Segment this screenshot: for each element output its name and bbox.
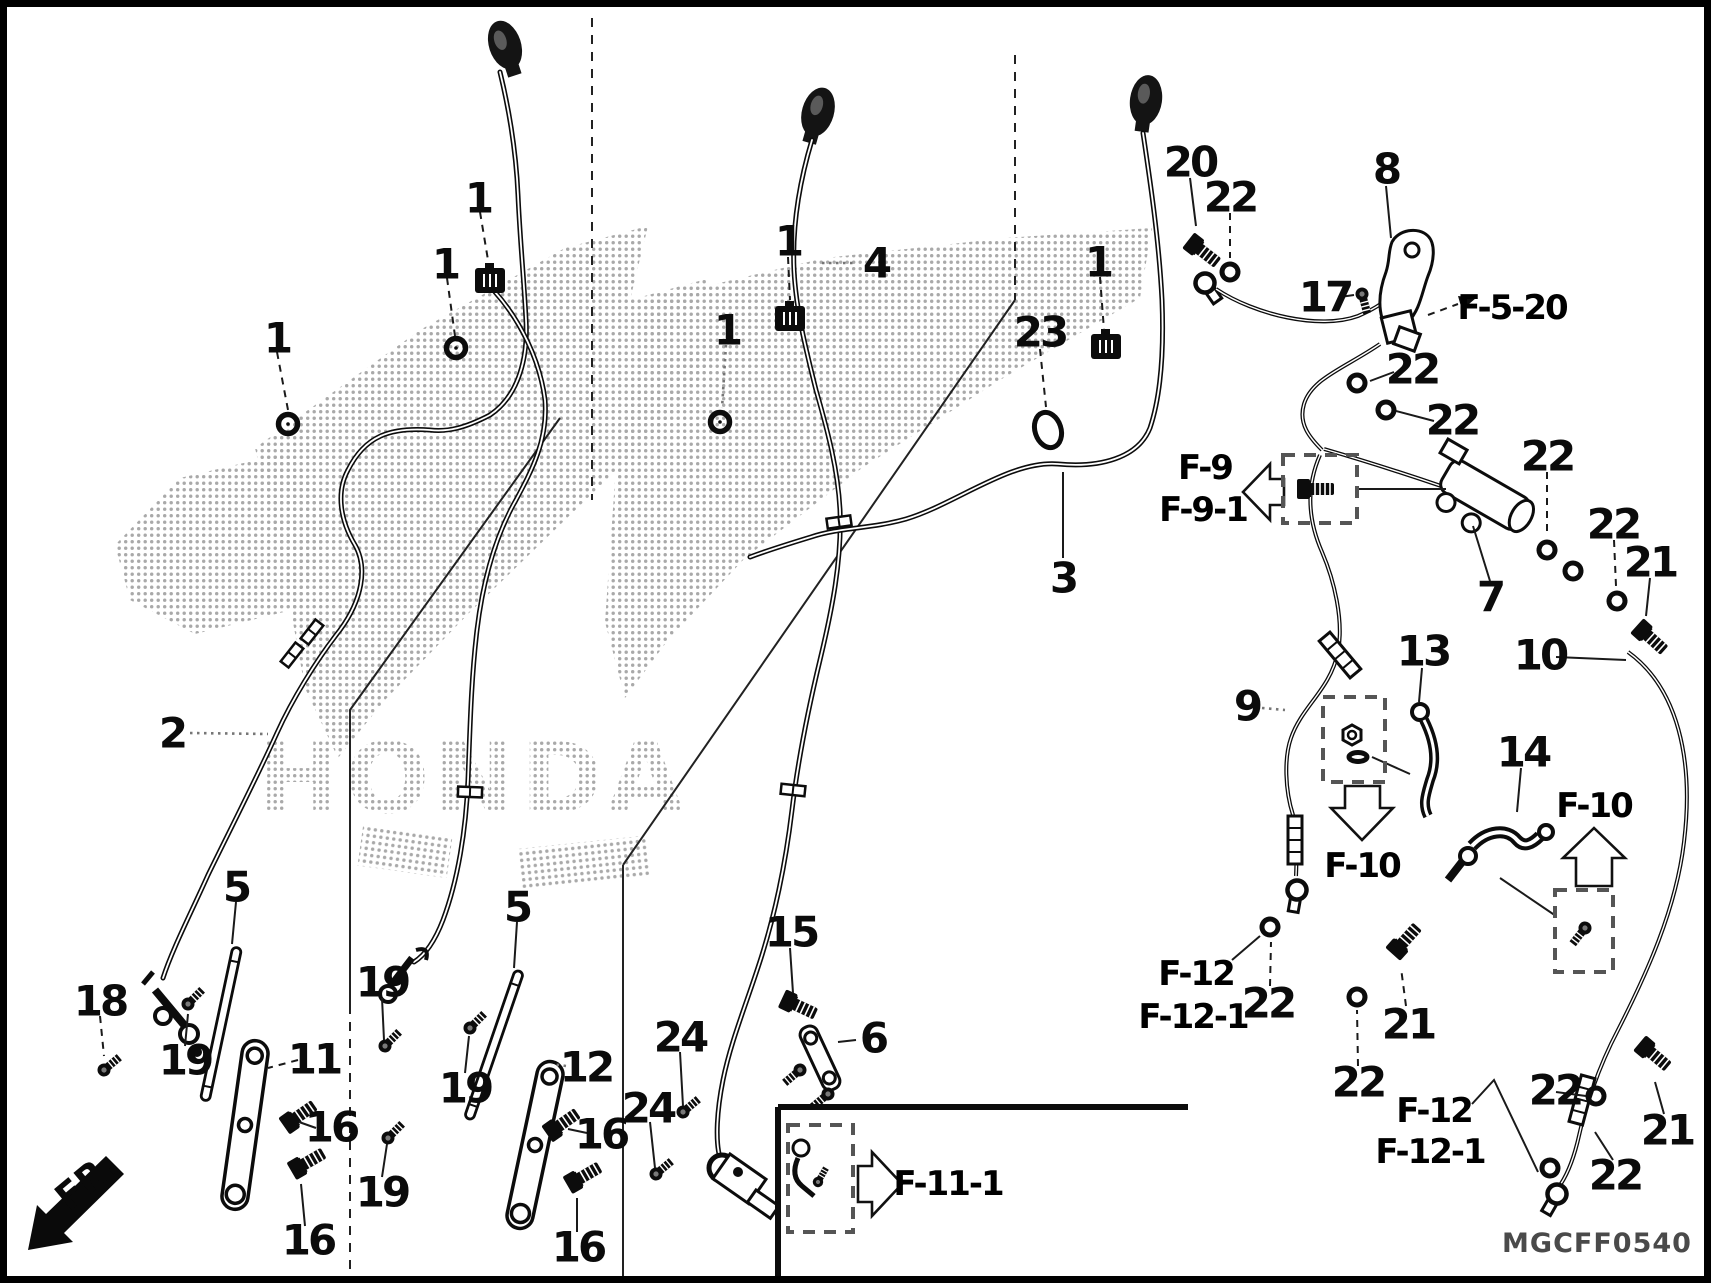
callout-6: 6 [860, 1014, 887, 1063]
sensor-cable-3 [747, 73, 1166, 560]
reference-F-5-20: F-5-20 [1457, 288, 1568, 328]
callout-10: 10 [1514, 631, 1568, 680]
f-9-left-arrow-icon [1241, 460, 1286, 524]
reference-F-12: F-12 [1396, 1091, 1472, 1131]
reference-F-10: F-10 [1324, 846, 1401, 886]
callout-14: 14 [1497, 728, 1551, 777]
callout-22: 22 [1242, 979, 1294, 1028]
callout-7: 7 [1477, 573, 1503, 622]
f-10-nut-dashed-box [1321, 695, 1387, 784]
callout-22: 22 [1386, 345, 1438, 394]
stay-bolt-icon [779, 1060, 810, 1089]
callout-3: 3 [1050, 554, 1076, 603]
leader-lines [99, 177, 1665, 1232]
reference-markers [775, 453, 1629, 1280]
f-10-screw-dashed-box [1553, 888, 1615, 974]
f-11-1-right-arrow-icon [856, 1148, 904, 1220]
callout-8: 8 [1373, 145, 1400, 194]
reference-F-9-1: F-9-1 [1159, 490, 1247, 530]
f-10-up-arrow-icon [1559, 826, 1629, 888]
callout-24: 24 [622, 1084, 676, 1133]
sensor-link-11 [218, 1037, 272, 1213]
callout-1: 1 [775, 217, 802, 266]
sensor-cable-2 [160, 16, 531, 981]
callout-21: 21 [1641, 1106, 1694, 1155]
callout-16: 16 [305, 1103, 358, 1152]
front-direction-marker: FR. [28, 1142, 127, 1250]
callout-16: 16 [575, 1110, 628, 1159]
callout-1: 1 [264, 314, 291, 363]
key-clip-13 [1410, 702, 1440, 819]
callout-18: 18 [74, 977, 127, 1026]
grommet-23 [1031, 409, 1065, 451]
callout-22: 22 [1587, 500, 1639, 549]
callout-2: 2 [159, 709, 185, 758]
callout-5: 5 [504, 883, 531, 932]
reference-F-12: F-12 [1158, 954, 1234, 994]
panel-outline-lines [349, 18, 1016, 1278]
callout-22: 22 [1529, 1066, 1581, 1115]
callout-1: 1 [432, 240, 459, 289]
honda-wing-watermark: HONDA [115, 226, 1152, 889]
reference-F-9: F-9 [1178, 448, 1232, 488]
sensor-cable-branch [411, 289, 548, 965]
callout-4: 4 [863, 239, 891, 288]
callout-16: 16 [552, 1223, 605, 1272]
callout-1: 1 [714, 306, 741, 355]
callout-5: 5 [223, 863, 250, 912]
callout-22: 22 [1332, 1058, 1384, 1107]
callout-19: 19 [356, 958, 409, 1007]
callout-21: 21 [1382, 1000, 1435, 1049]
brake-joint-7 [1435, 436, 1536, 534]
cable-end-bracket-mid [378, 947, 429, 1004]
f-5-20-arrowhead-icon [1458, 296, 1476, 310]
f-10-down-arrow-icon [1327, 784, 1397, 842]
hose-bracket-14 [1444, 823, 1555, 883]
reference-F-10: F-10 [1556, 786, 1633, 826]
callout-19: 19 [356, 1168, 409, 1217]
reference-F-12-1: F-12-1 [1375, 1132, 1485, 1172]
reference-F-12-1: F-12-1 [1138, 997, 1248, 1037]
callout-23: 23 [1014, 308, 1066, 357]
watermark-text: HONDA [258, 722, 688, 835]
f-9-dashed-box [1281, 453, 1359, 525]
callout-15: 15 [765, 908, 818, 957]
reference-F-11-1: F-11-1 [893, 1164, 1003, 1204]
callout-22: 22 [1426, 396, 1478, 445]
f-11-1-dashed-box [786, 1123, 855, 1234]
callout-1: 1 [1085, 238, 1112, 287]
hose-bracket-8 [1378, 228, 1435, 354]
callout-1: 1 [465, 174, 492, 223]
callout-19: 19 [159, 1036, 212, 1085]
callout-16: 16 [282, 1216, 335, 1265]
reference-labels: F-5-20F-9F-9-1F-10F-10F-11-1F-12F-12-1F-… [893, 288, 1635, 1204]
sensor-link-12 [502, 1057, 568, 1233]
callout-17: 17 [1299, 273, 1351, 322]
cable-end-bracket-left [141, 970, 202, 1057]
fr-arrow-icon [28, 1156, 124, 1250]
clamp-stay-6 [798, 1024, 842, 1092]
callout-24: 24 [654, 1013, 708, 1062]
callout-11: 11 [288, 1035, 341, 1084]
callout-12: 12 [560, 1043, 612, 1092]
f-11-1-panel-border [775, 1104, 1188, 1280]
callout-21: 21 [1624, 538, 1677, 587]
drawing-code: MGCFF0540 [1502, 1228, 1692, 1259]
callout-22: 22 [1589, 1151, 1641, 1200]
callout-20: 20 [1164, 138, 1218, 187]
callout-22: 22 [1521, 432, 1573, 481]
callout-9: 9 [1234, 682, 1261, 731]
callout-13: 13 [1397, 627, 1449, 676]
speed-sensor-bottom [706, 1151, 782, 1221]
f-11-1-mini-sensor [791, 1138, 832, 1198]
callout-22: 22 [1204, 173, 1256, 222]
callout-19: 19 [439, 1064, 492, 1113]
